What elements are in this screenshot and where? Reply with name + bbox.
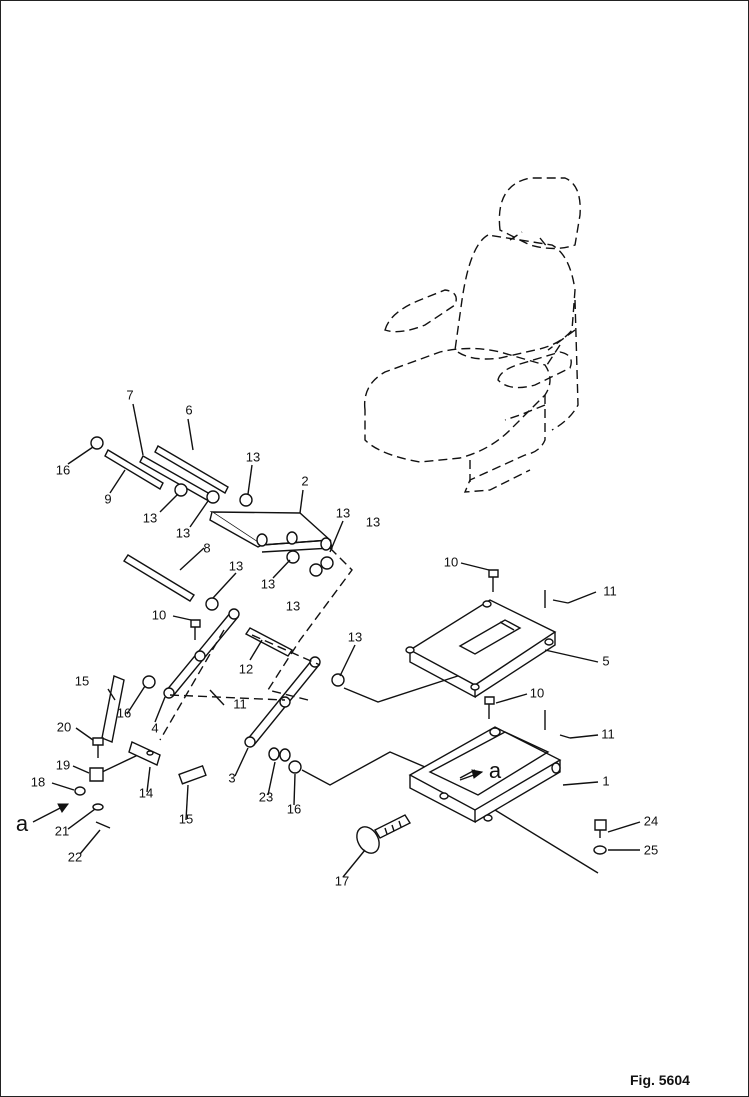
shaft-7 [139, 455, 211, 501]
callout-10: 10 [152, 607, 166, 622]
upper-link-bracket [209, 511, 333, 553]
callout-24: 24 [644, 813, 658, 828]
callout-18: 18 [31, 774, 45, 789]
callout-16: 16 [56, 462, 70, 477]
callout-11: 11 [601, 726, 615, 741]
callout-5: 5 [602, 653, 609, 668]
link-4 [163, 608, 240, 699]
callout-23: 23 [259, 789, 273, 804]
callout-16: 16 [287, 801, 301, 816]
callout-13: 13 [286, 598, 300, 613]
callout-11: 11 [603, 583, 617, 598]
callout-10: 10 [444, 554, 458, 569]
leader-lines [51, 403, 641, 878]
callout-14: 14 [139, 785, 153, 800]
callout-13: 13 [261, 576, 275, 591]
callout-9: 9 [104, 491, 111, 506]
view-arrow-a [32, 769, 484, 823]
shaft-9 [104, 449, 164, 490]
adjust-knob-17 [356, 814, 412, 854]
callout-22: 22 [68, 849, 82, 864]
callout-25: 25 [644, 842, 658, 857]
callout-12: 12 [239, 661, 253, 676]
callout-20: 20 [57, 719, 71, 734]
leader-connectors [99, 547, 599, 874]
link-3 [244, 656, 321, 748]
callout-1: 1 [602, 773, 609, 788]
callout-13: 13 [366, 514, 380, 529]
mount-plate-5 [405, 599, 557, 699]
callout-10: 10 [530, 685, 544, 700]
mount-plate-1 [408, 726, 562, 824]
callout-7: 7 [126, 387, 133, 402]
callout-13: 13 [143, 510, 157, 525]
callout-21: 21 [55, 823, 69, 838]
bolts-10 [190, 569, 499, 719]
callout-13: 13 [336, 505, 350, 520]
operator-seat-outline [363, 177, 581, 493]
callout-13: 13 [176, 525, 190, 540]
callout-13: 13 [229, 558, 243, 573]
callout-13: 13 [348, 629, 362, 644]
view-label-a-left: a [16, 811, 29, 836]
callout-16: 16 [117, 705, 131, 720]
callout-15: 15 [75, 673, 89, 688]
callout-labels: 7 6 16 9 13 13 13 2 13 13 8 13 13 13 10 … [16, 387, 658, 888]
callout-15: 15 [179, 811, 193, 826]
callout-3: 3 [228, 770, 235, 785]
callout-6: 6 [185, 402, 192, 417]
callout-8: 8 [203, 540, 210, 555]
bushings [90, 436, 345, 774]
callout-19: 19 [56, 757, 70, 772]
shaft-8 [123, 554, 195, 602]
shaft-6 [154, 445, 229, 494]
callout-4: 4 [151, 720, 158, 735]
figure-caption: Fig. 5604 [630, 1072, 690, 1088]
hardware-bits [74, 599, 607, 855]
view-label-a-plate: a [489, 758, 502, 783]
callout-11: 11 [233, 696, 247, 711]
callout-2: 2 [301, 473, 308, 488]
callout-13: 13 [246, 449, 260, 464]
callout-17: 17 [335, 873, 349, 888]
